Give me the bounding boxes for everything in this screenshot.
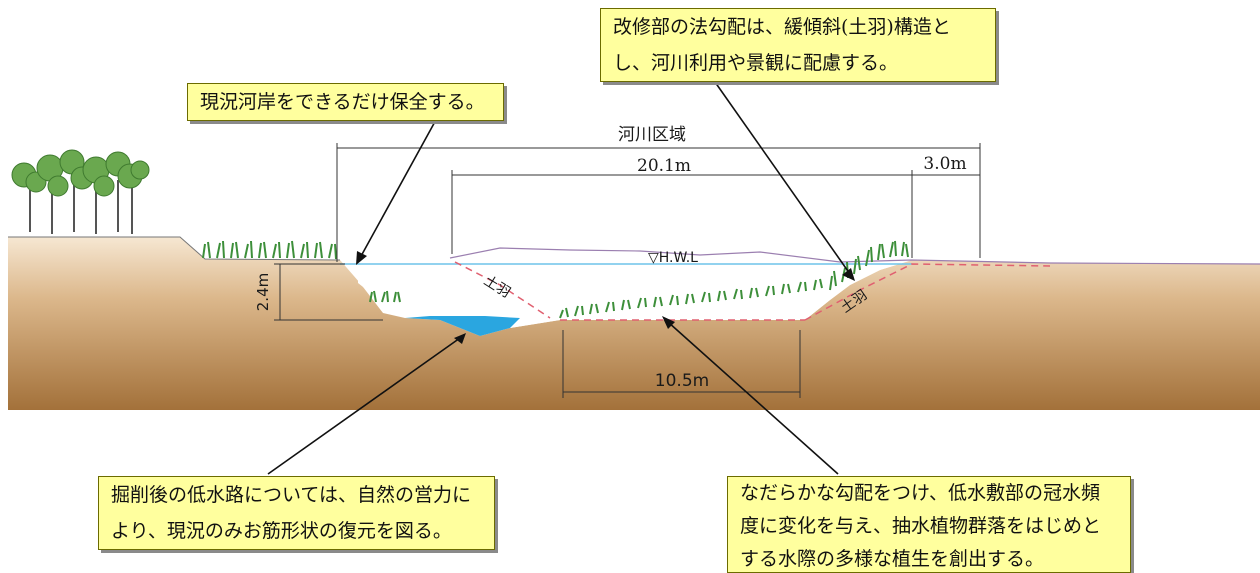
existing-ground-line xyxy=(449,247,1260,265)
leader-arrowheads xyxy=(356,251,855,344)
dimension-low-channel xyxy=(562,330,801,398)
grass-left-bank xyxy=(202,240,337,260)
dimension-channel-width xyxy=(451,170,913,258)
callout-low-water-channel-line1: 掘削後の低水路については、自然の営力に xyxy=(111,484,472,506)
low-channel-width-label: 10.5m xyxy=(655,371,709,391)
callout-gentle-slope: なだらかな勾配をつけ、低水敷部の冠水頻 度に変化を与え、抽水植物群落をはじめと … xyxy=(727,476,1131,573)
channel-width-label: 20.1m xyxy=(637,156,691,176)
berm-width-label: 3.0m xyxy=(923,154,966,174)
dimension-river-area xyxy=(336,143,981,262)
leader-lines xyxy=(267,81,851,475)
depth-label: 2.4m xyxy=(254,273,272,311)
callout-slope-gradient: 改修部の法勾配は、緩傾斜(土羽)構造と し、河川利用や景観に配慮する。 xyxy=(600,8,996,82)
callout-preserve-bank-line1: 現況河岸をできるだけ保全する。 xyxy=(200,91,485,113)
callout-low-water-channel-line2: より、現況のみお筋形状の復元を図る。 xyxy=(111,520,452,542)
trees xyxy=(11,149,150,234)
ground-surface-line xyxy=(8,236,341,261)
low-flow-water xyxy=(405,316,520,336)
existing-bank xyxy=(358,258,472,300)
grass-bank-channel xyxy=(369,290,401,303)
callout-slope-gradient-line1: 改修部の法勾配は、緩傾斜(土羽)構造と xyxy=(613,16,951,38)
callout-gentle-slope-line2: 度に変化を与え、抽水植物群落をはじめと xyxy=(740,515,1102,537)
callout-low-water-channel: 掘削後の低水路については、自然の営力に より、現況のみお筋形状の復元を図る。 xyxy=(98,476,495,550)
callout-gentle-slope-line3: する水際の多様な植生を創出する。 xyxy=(740,548,1045,570)
dimension-depth xyxy=(274,263,383,321)
callout-preserve-bank: 現況河岸をできるだけ保全する。 xyxy=(187,83,504,121)
design-slope-left xyxy=(454,261,551,319)
channel-void xyxy=(450,248,912,328)
grass-low-bed xyxy=(559,278,823,319)
ground-soil xyxy=(8,237,1260,410)
callout-slope-gradient-line2: し、河川利用や景観に配慮する。 xyxy=(613,52,899,74)
water-level-label: ▽H.W.L xyxy=(648,250,698,266)
callout-gentle-slope-line1: なだらかな勾配をつけ、低水敷部の冠水頻 xyxy=(740,482,1101,504)
river-area-label: 河川区域 xyxy=(618,125,686,145)
